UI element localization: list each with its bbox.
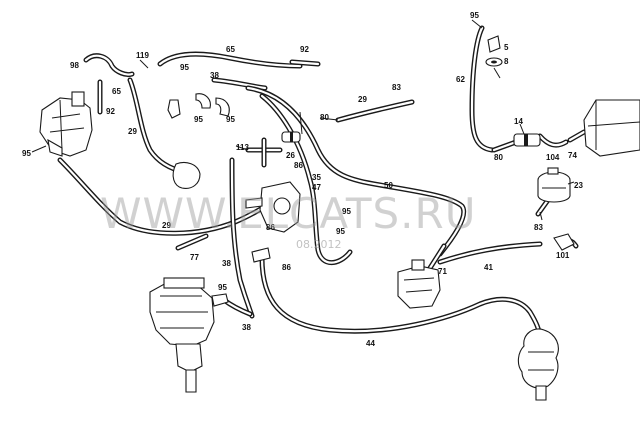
callout-101: 101 [556,251,570,260]
vacuum-reservoir [583,99,640,157]
callout-labels: 95 119 65 92 98 65 92 95 38 29 95 95 29 … [22,11,583,348]
callout-95: 95 [226,115,235,124]
callout-5: 5 [504,43,509,52]
callout-47: 47 [312,183,321,192]
callout-95: 95 [218,283,227,292]
callout-77: 77 [190,253,199,262]
callout-65: 65 [112,87,121,96]
watermark: WWW.ELCATS.RU 08.2012 [100,189,476,251]
callout-38: 38 [242,323,251,332]
callout-29: 29 [128,127,137,136]
callout-95: 95 [180,63,189,72]
callout-113: 113 [236,143,249,152]
callout-38: 38 [210,71,219,80]
fitting-5-8 [485,35,503,67]
callout-8: 8 [504,57,509,66]
valve-14 [513,133,541,147]
hose-41 [437,241,543,265]
callout-95: 95 [336,227,345,236]
callout-83: 83 [392,83,401,92]
callout-41: 41 [484,263,493,272]
callout-119: 119 [136,51,149,60]
callout-74: 74 [568,151,577,160]
callout-95: 95 [194,115,203,124]
callout-29: 29 [162,221,171,230]
callout-65: 65 [226,45,235,54]
distributor-assembly [149,277,229,393]
leader-lines [31,19,575,221]
callout-62: 62 [456,75,465,84]
callout-23: 23 [574,181,583,190]
valve-23 [537,167,571,203]
callout-80: 80 [494,153,503,162]
hose-98 [83,53,135,77]
callout-38: 38 [222,259,231,268]
callout-35: 35 [312,173,321,182]
central-distributor-block [245,181,301,263]
callout-29: 29 [358,95,367,104]
callout-86: 86 [282,263,291,272]
vacuum-valve-44 [517,328,559,401]
left-valve-assembly [39,91,93,157]
callout-14: 14 [514,117,523,126]
callout-86: 86 [294,161,303,170]
callout-92: 92 [300,45,309,54]
callout-98: 98 [70,61,79,70]
fittings-95-cluster [167,93,230,119]
callout-83: 83 [534,223,543,232]
watermark-date: 08.2012 [296,238,342,251]
callout-95: 95 [22,149,31,158]
callout-86: 86 [266,223,275,232]
callout-80: 80 [320,113,329,122]
hose-group [57,25,587,343]
callout-44: 44 [366,339,375,348]
callout-71: 71 [438,267,447,276]
callout-95: 95 [470,11,479,20]
fitting-101 [553,233,575,251]
callout-50: 50 [384,181,393,190]
check-valve-26 [281,131,301,143]
callout-104: 104 [546,153,560,162]
callout-95: 95 [342,207,351,216]
callout-92: 92 [106,107,115,116]
watermark-text: WWW.ELCATS.RU [100,189,476,238]
valve-95-left [172,161,201,189]
valve-71 [397,259,441,309]
callout-26: 26 [286,151,295,160]
